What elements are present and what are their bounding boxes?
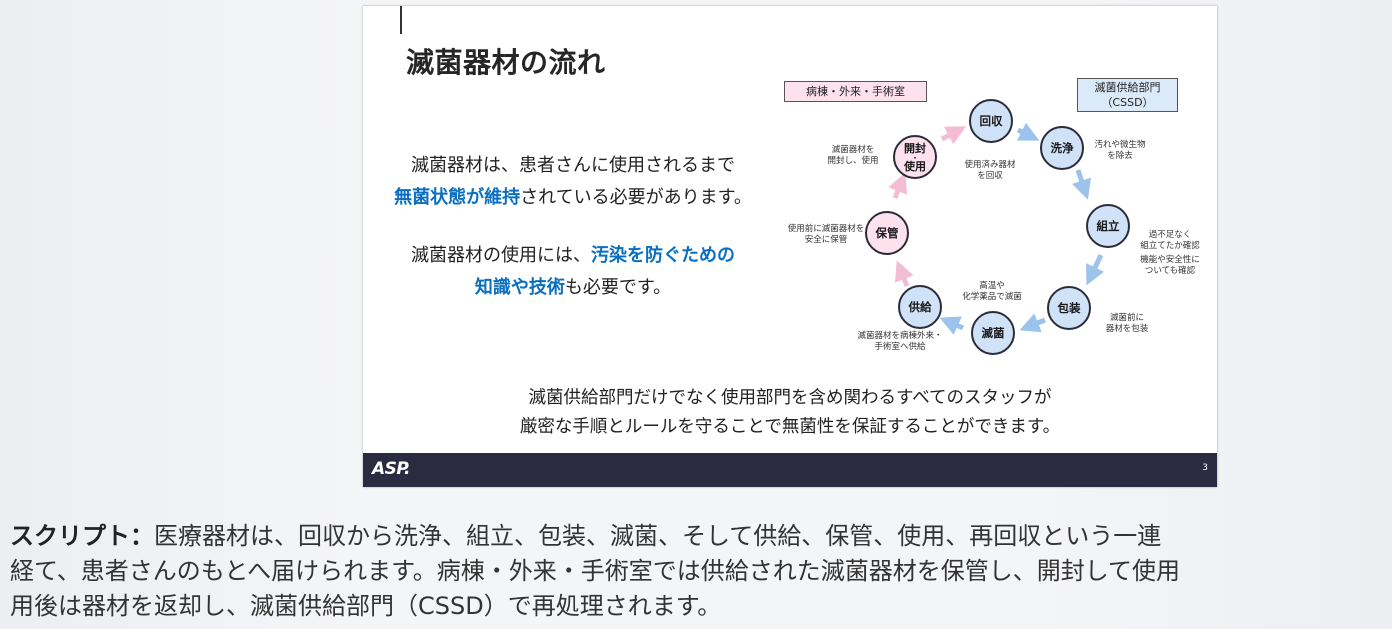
cssd-label-line-2: （CSSD） [1101, 96, 1154, 109]
usage-line-1-text: 滅菌器材の使用には、 [411, 245, 591, 266]
intro-paragraph: 滅菌器材は、患者さんに使用されるまで 無菌状態が維持されている必要があります。 [385, 150, 761, 214]
arrow-kaishu-senjo [1016, 122, 1040, 141]
usage-line-2: 知識や技術も必要です。 [385, 272, 761, 304]
note-mekkin-2: 化学薬品で滅菌 [962, 291, 1022, 302]
cssd-label-box: 滅菌供給部門 （CSSD） [1077, 78, 1178, 112]
usage-line-2-rest: も必要です。 [564, 277, 672, 298]
note-hoso-2: 器材を包装 [1106, 323, 1149, 334]
svg-text:保管: 保管 [875, 226, 899, 240]
node-kaishu: 回収 [969, 99, 1013, 143]
node-senjo: 洗浄 [1040, 126, 1084, 170]
svg-text:包装: 包装 [1057, 301, 1081, 315]
node-kumitate: 組立 [1086, 204, 1130, 248]
note-kaishu-2: を回収 [977, 170, 1003, 181]
note-senjo-1: 汚れや微生物 [1094, 139, 1146, 150]
node-hokan: 保管 [865, 211, 909, 255]
script-line-1-text: 医療器材は、回収から洗浄、組立、包装、滅菌、そして供給、保管、使用、再回収という… [154, 522, 1162, 550]
text-cursor [400, 6, 402, 34]
svg-text:洗浄: 洗浄 [1051, 141, 1074, 155]
arrow-kaifu-kaishu [940, 126, 967, 145]
intro-line-1: 滅菌器材は、患者さんに使用されるまで [411, 155, 735, 176]
arrow-senjo-kumitate [1072, 169, 1092, 200]
note-kyokyu-1: 滅菌器材を病棟外来・ [857, 330, 942, 341]
slide-footer: ASP. 3 [363, 453, 1217, 487]
intro-line-2: 無菌状態が維持されている必要があります。 [385, 182, 761, 214]
script-line-1: スクリプト：医療器材は、回収から洗浄、組立、包装、滅菌、そして供給、保管、使用、… [10, 519, 1390, 554]
note-hoso-1: 滅菌前に [1110, 312, 1144, 323]
slide: 滅菌器材の流れ 滅菌器材は、患者さんに使用されるまで 無菌状態が維持されている必… [363, 6, 1217, 487]
note-kyokyu-2: 手術室へ供給 [874, 341, 926, 352]
svg-text:供給: 供給 [908, 300, 932, 314]
note-hokan-1: 使用前に滅菌器材を [788, 223, 865, 234]
bottom-line-1: 滅菌供給部門だけでなく使用部門を含め関わるすべてのスタッフが [528, 388, 1052, 408]
usage-highlight-1: 汚染を防ぐための [591, 245, 735, 266]
svg-text:滅菌: 滅菌 [982, 326, 1005, 340]
note-kumitate-2: 組立てたか確認 [1140, 240, 1200, 251]
note-mekkin-1: 高温や [979, 280, 1005, 291]
arrow-hokan-kaifu [888, 172, 908, 199]
script-line-3: 用後は器材を返却し、滅菌供給部門（CSSD）で再処理されます。 [10, 592, 722, 620]
arrow-kumitate-hoso [1086, 253, 1105, 286]
ward-label-box: 病棟・外来・手術室 [784, 81, 927, 102]
intro-highlight: 無菌状態が維持 [394, 187, 521, 208]
bottom-line-2: 厳密な手順とルールを守ることで無菌性を保証することができます。 [519, 417, 1061, 437]
arrow-hoso-mekkin [1019, 313, 1046, 333]
svg-text:回収: 回収 [980, 114, 1003, 128]
svg-text:使用: 使用 [903, 159, 926, 173]
page-number: 3 [1202, 463, 1208, 473]
note-hokan-2: 安全に保管 [805, 234, 848, 245]
sterilization-cycle-diagram: 回収 洗浄 組立 包装 滅菌 供給 保管 開封 ・ 使 [788, 99, 1200, 355]
note-kumitate-3: 機能や安全性に [1140, 254, 1200, 265]
bottom-message: 滅菌供給部門だけでなく使用部門を含め関わるすべてのスタッフが 厳密な手順とルール… [363, 384, 1217, 442]
usage-line-1: 滅菌器材の使用には、汚染を防ぐための [385, 240, 761, 272]
note-kaifu-1: 滅菌器材を [832, 144, 875, 155]
usage-paragraph: 滅菌器材の使用には、汚染を防ぐための 知識や技術も必要です。 [385, 240, 761, 304]
node-kyokyu: 供給 [898, 285, 942, 329]
arrow-kyokyu-hokan [894, 260, 914, 287]
note-kaishu-1: 使用済み器材 [964, 159, 1016, 170]
slide-title: 滅菌器材の流れ [406, 46, 606, 79]
intro-line-2-rest: されている必要があります。 [520, 187, 752, 208]
note-kaifu-2: 開封し、使用 [827, 155, 878, 166]
node-mekkin: 滅菌 [971, 311, 1015, 355]
asp-logo: ASP. [372, 459, 410, 479]
script-label: スクリプト： [10, 522, 154, 550]
cssd-label-line-1: 滅菌供給部門 [1094, 81, 1161, 94]
note-kumitate-4: ついても確認 [1145, 265, 1196, 276]
svg-text:・: ・ [912, 154, 919, 162]
script-line-2: 経て、患者さんのもとへ届けられます。病棟・外来・手術室では供給された滅菌器材を保… [10, 557, 1180, 585]
svg-text:開封: 開封 [904, 141, 926, 155]
node-kaifu-shiyo: 開封 ・ 使用 [893, 135, 937, 179]
note-senjo-2: を除去 [1107, 150, 1133, 161]
usage-highlight-2: 知識や技術 [474, 277, 565, 298]
svg-text:組立: 組立 [1097, 219, 1120, 233]
note-kumitate-1: 過不足なく [1149, 229, 1192, 240]
node-hoso: 包装 [1047, 286, 1091, 330]
arrow-mekkin-kyokyu [939, 316, 965, 335]
script-text: スクリプト：医療器材は、回収から洗浄、組立、包装、滅菌、そして供給、保管、使用、… [10, 519, 1390, 624]
